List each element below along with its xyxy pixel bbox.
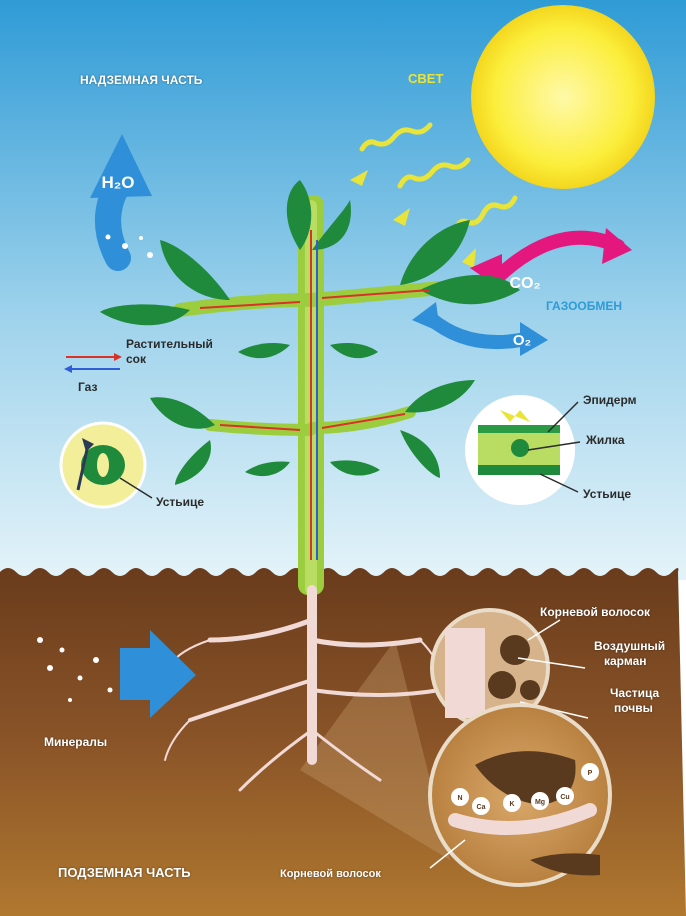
ion-label-p: P <box>588 770 593 777</box>
sun <box>471 5 655 189</box>
h2o-label: H₂O <box>101 173 134 192</box>
vein-label: Жилка <box>586 434 625 447</box>
ion-label-ca: Ca <box>477 804 486 811</box>
gas-exchange-label: ГАЗООБМЕН <box>546 300 622 313</box>
stoma-right-label: Устьице <box>583 488 631 501</box>
co2-label: CO₂ <box>509 275 540 292</box>
ion-label-n: N <box>457 795 462 802</box>
above-ground-title: НАДЗЕМНАЯ ЧАСТЬ <box>80 74 202 87</box>
ion-label-cu: Cu <box>560 794 569 801</box>
soil-particle-label-line2: почвы <box>614 702 653 715</box>
light-title: СВЕТ <box>408 72 443 86</box>
air-pocket-label-line1: Воздушный <box>594 640 665 653</box>
plant-sap-label-line1: Растительный <box>126 338 213 351</box>
ion-label-mg: Mg <box>535 799 545 806</box>
root-hair-top-label: Корневой волосок <box>540 606 650 619</box>
ion-label-k: K <box>509 801 514 808</box>
air-pocket-label-line2: карман <box>604 655 647 668</box>
minerals-label: Минералы <box>44 736 107 749</box>
o2-label: O₂ <box>513 332 531 349</box>
underground-title: ПОДЗЕМНАЯ ЧАСТЬ <box>58 866 191 880</box>
epidermis-label: Эпидерм <box>583 394 637 407</box>
gas-label: Газ <box>78 381 97 394</box>
soil-particle-label-line1: Частица <box>610 687 659 700</box>
stoma-left-label: Устьице <box>156 496 204 509</box>
root-hair-bottom-label: Корневой волосок <box>280 868 381 880</box>
plant-sap-label-line2: сок <box>126 353 146 366</box>
